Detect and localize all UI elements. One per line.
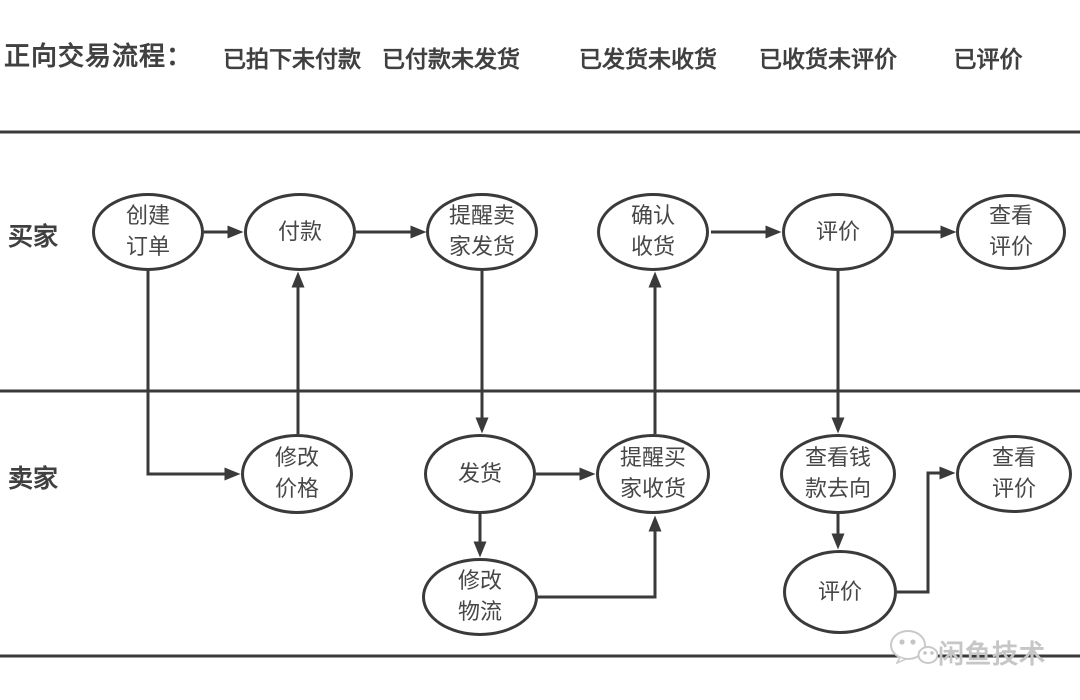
lane-label-seller: 卖家	[8, 465, 59, 493]
watermark-text: 闲鱼技术	[938, 639, 1047, 669]
node-buyer-remind-seller-ship: 提醒卖 家发货	[426, 193, 538, 271]
stage-label-unpaid: 已拍下未付款	[223, 46, 361, 72]
xianyu-logo-icon	[890, 630, 939, 665]
connector-seller-review-to-seller-view-review	[897, 466, 956, 594]
stage-label-unreceived: 已发货未收货	[579, 46, 717, 72]
node-seller-modify-logistics: 修改 物流	[422, 558, 538, 636]
stage-label-reviewed: 已评价	[953, 46, 1023, 72]
connector-create-order-to-modify-price	[146, 271, 241, 481]
connector-modify-logistics-to-remind-buyer-receive	[538, 515, 662, 599]
watermark: 闲鱼技术	[886, 628, 1056, 672]
node-buyer-review: 评价	[782, 193, 894, 271]
node-buyer-confirm-receipt: 确认 收货	[597, 193, 709, 271]
node-seller-review: 评价	[783, 550, 897, 634]
node-seller-view-money-flow: 查看钱 款去向	[780, 434, 896, 514]
node-buyer-view-review: 查看 评价	[956, 194, 1066, 270]
lane-label-buyer: 买家	[8, 223, 59, 251]
node-seller-remind-buyer-receive: 提醒买 家收货	[596, 434, 710, 514]
node-seller-modify-price: 修改 价格	[241, 434, 353, 514]
stage-label-unreviewed: 已收货未评价	[759, 46, 897, 72]
node-seller-ship: 发货	[424, 434, 536, 514]
node-buyer-create-order: 创建 订单	[92, 193, 204, 271]
stage-label-unshipped: 已付款未发货	[382, 46, 520, 72]
diagram-title: 正向交易流程：	[4, 41, 194, 71]
node-buyer-pay: 付款	[244, 193, 356, 271]
node-seller-view-review: 查看 评价	[956, 435, 1072, 513]
